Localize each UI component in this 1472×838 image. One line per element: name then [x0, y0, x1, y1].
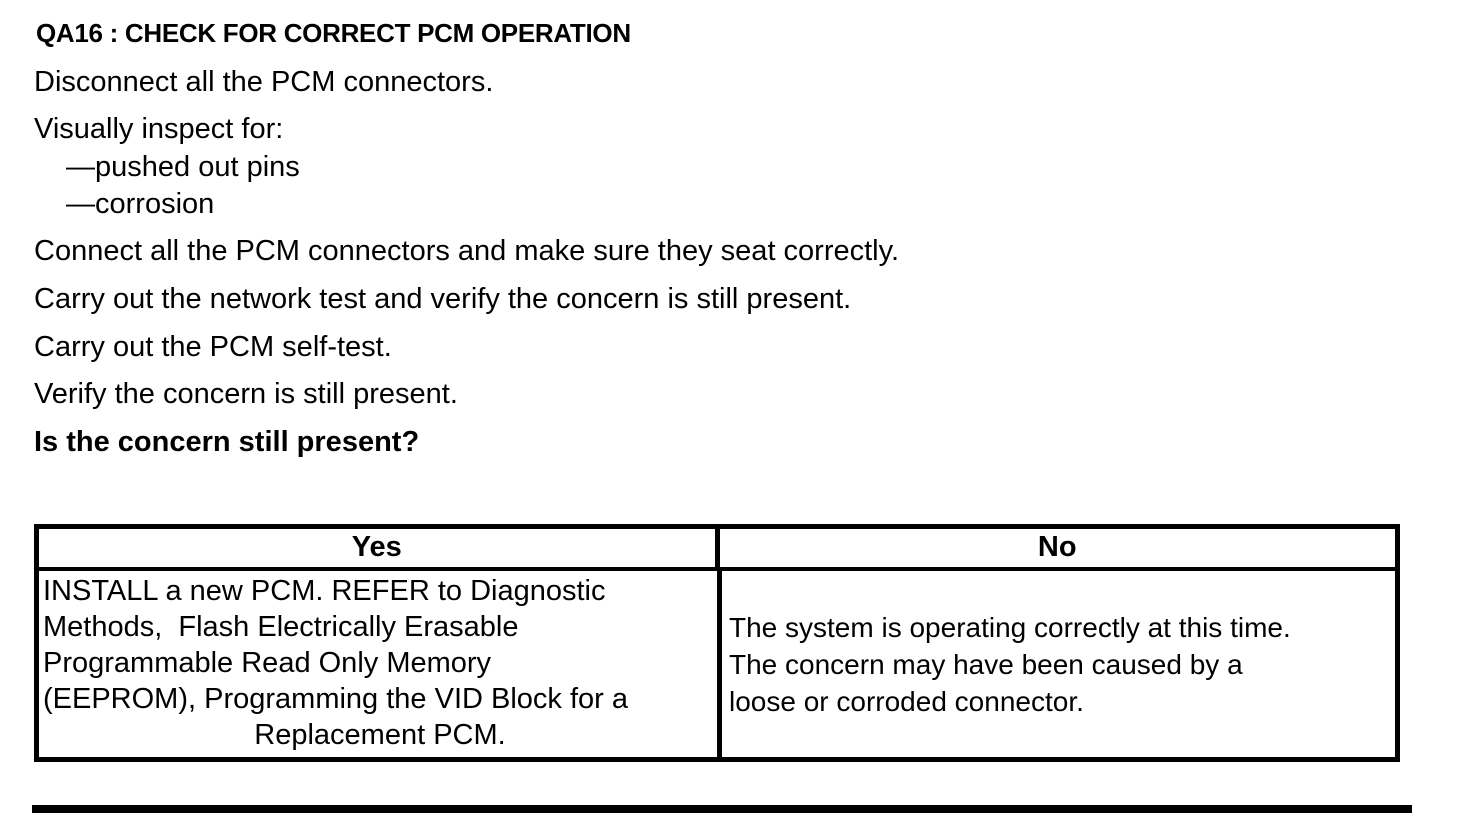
yes-action-line: INSTALL a new PCM. REFER to Diagnostic: [43, 575, 606, 607]
procedure-step: Carry out the network test and verify th…: [34, 283, 852, 315]
yes-action-line: Replacement PCM.: [254, 719, 506, 751]
procedure-step: Carry out the PCM self-test.: [34, 331, 392, 363]
yes-column-header: Yes: [351, 531, 402, 563]
results-table-body-row: INSTALL a new PCM. REFER to Diagnostic M…: [39, 571, 1395, 757]
procedure-step: Visually inspect for:: [34, 113, 284, 145]
no-result-line: The system is operating correctly at thi…: [729, 611, 1291, 643]
inspection-item: —pushed out pins: [66, 151, 300, 183]
procedure-step: Verify the concern is still present.: [34, 378, 458, 410]
yes-action-line: (EEPROM), Programming the VID Block for …: [43, 683, 628, 715]
yes-action-line: Programmable Read Only Memory: [43, 647, 492, 679]
no-result-cell: The system is operating correctly at thi…: [717, 571, 1395, 757]
inspection-item: —corrosion: [66, 188, 215, 220]
page-divider-rule: [32, 805, 1412, 813]
procedure-heading: QA16 : CHECK FOR CORRECT PCM OPERATION: [36, 18, 631, 48]
procedure-question: Is the concern still present?: [34, 426, 420, 458]
results-table-header-row: Yes No: [39, 529, 1395, 571]
procedure-step: Connect all the PCM connectors and make …: [34, 235, 900, 267]
results-table: Yes No INSTALL a new PCM. REFER to Diagn…: [34, 524, 1400, 762]
no-column-header: No: [714, 529, 1396, 567]
no-result-line: loose or corroded connector.: [729, 685, 1084, 717]
procedure-step: Disconnect all the PCM connectors.: [34, 66, 494, 98]
no-result-line: The concern may have been caused by a: [729, 648, 1243, 680]
yes-action-line: Methods, Flash Electrically Erasable: [43, 611, 519, 643]
yes-action-cell: INSTALL a new PCM. REFER to Diagnostic M…: [39, 571, 717, 757]
